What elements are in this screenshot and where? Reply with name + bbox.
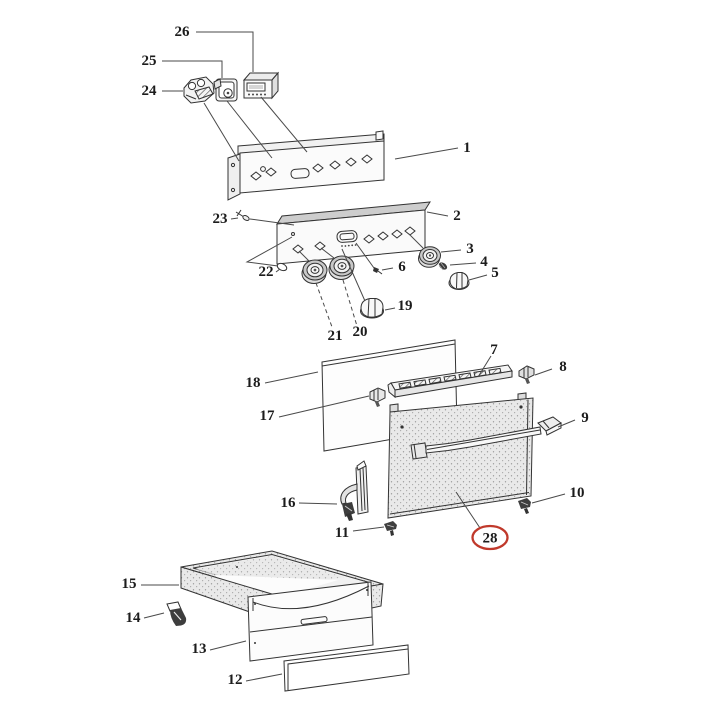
part-labels: 1 2 3 4 5 6 7 8 9 10 11 12 13 14 15 16 1…: [122, 24, 589, 688]
bracket-part-8: [518, 365, 535, 384]
screw-part-23: [235, 209, 250, 221]
highlighted-part-callout: 28: [471, 524, 509, 551]
part-label-22: 22: [259, 264, 274, 280]
part-label-8: 8: [559, 359, 567, 375]
part-label-16: 16: [281, 495, 297, 511]
part-label-5: 5: [491, 265, 499, 281]
part-label-14: 14: [126, 610, 142, 626]
part-label-24: 24: [142, 83, 158, 99]
door-handle-part-9: [410, 416, 562, 460]
timer-module-part-26: [242, 71, 280, 100]
knob-part-5: [448, 272, 470, 290]
part-label-17: 17: [260, 408, 276, 424]
part-label-10: 10: [570, 485, 585, 501]
part-label-4: 4: [480, 254, 488, 270]
part-label-7: 7: [490, 342, 498, 358]
terminal-block-part-24: [183, 76, 215, 104]
knob-part-20: [328, 255, 355, 280]
bracket-part-17: [369, 387, 386, 407]
part-label-12: 12: [228, 672, 243, 688]
clip-part-14: [166, 601, 187, 626]
part-label-21: 21: [328, 328, 343, 344]
switch-part-25: [213, 78, 238, 102]
part-label-11: 11: [335, 525, 349, 541]
drawer-front-inner-part-13: [247, 581, 374, 662]
knob-part-21: [301, 259, 328, 284]
highlight-circle: [471, 524, 509, 551]
part-label-20: 20: [353, 324, 368, 340]
knob-part-3: [418, 246, 441, 268]
bracket-part-10: [518, 498, 531, 514]
knob-part-19: [360, 298, 384, 319]
screw-part-6: [373, 267, 383, 275]
leader-lines: [141, 31, 576, 682]
part-label-6: 6: [398, 259, 406, 275]
part-label-26: 26: [175, 24, 191, 40]
control-panel-back-part-1: [227, 130, 385, 201]
part-label-9: 9: [581, 410, 589, 426]
spring-part-4: [438, 262, 448, 271]
part-label-18: 18: [246, 375, 261, 391]
part-label-2: 2: [453, 208, 461, 224]
part-label-19: 19: [398, 298, 413, 314]
control-fascia-part-2: [276, 201, 431, 265]
oven-door-part-28: [387, 392, 534, 519]
part-label-3: 3: [466, 241, 474, 257]
part-label-1: 1: [463, 140, 471, 156]
drawer-front-outer-part-12: [283, 644, 410, 692]
part-label-28: 28: [483, 531, 498, 547]
part-label-23: 23: [213, 211, 228, 227]
bracket-part-11: [384, 521, 397, 536]
part-label-13: 13: [192, 641, 207, 657]
part-label-15: 15: [122, 576, 137, 592]
hinge-part-16: [340, 460, 369, 521]
part-label-25: 25: [142, 53, 157, 69]
